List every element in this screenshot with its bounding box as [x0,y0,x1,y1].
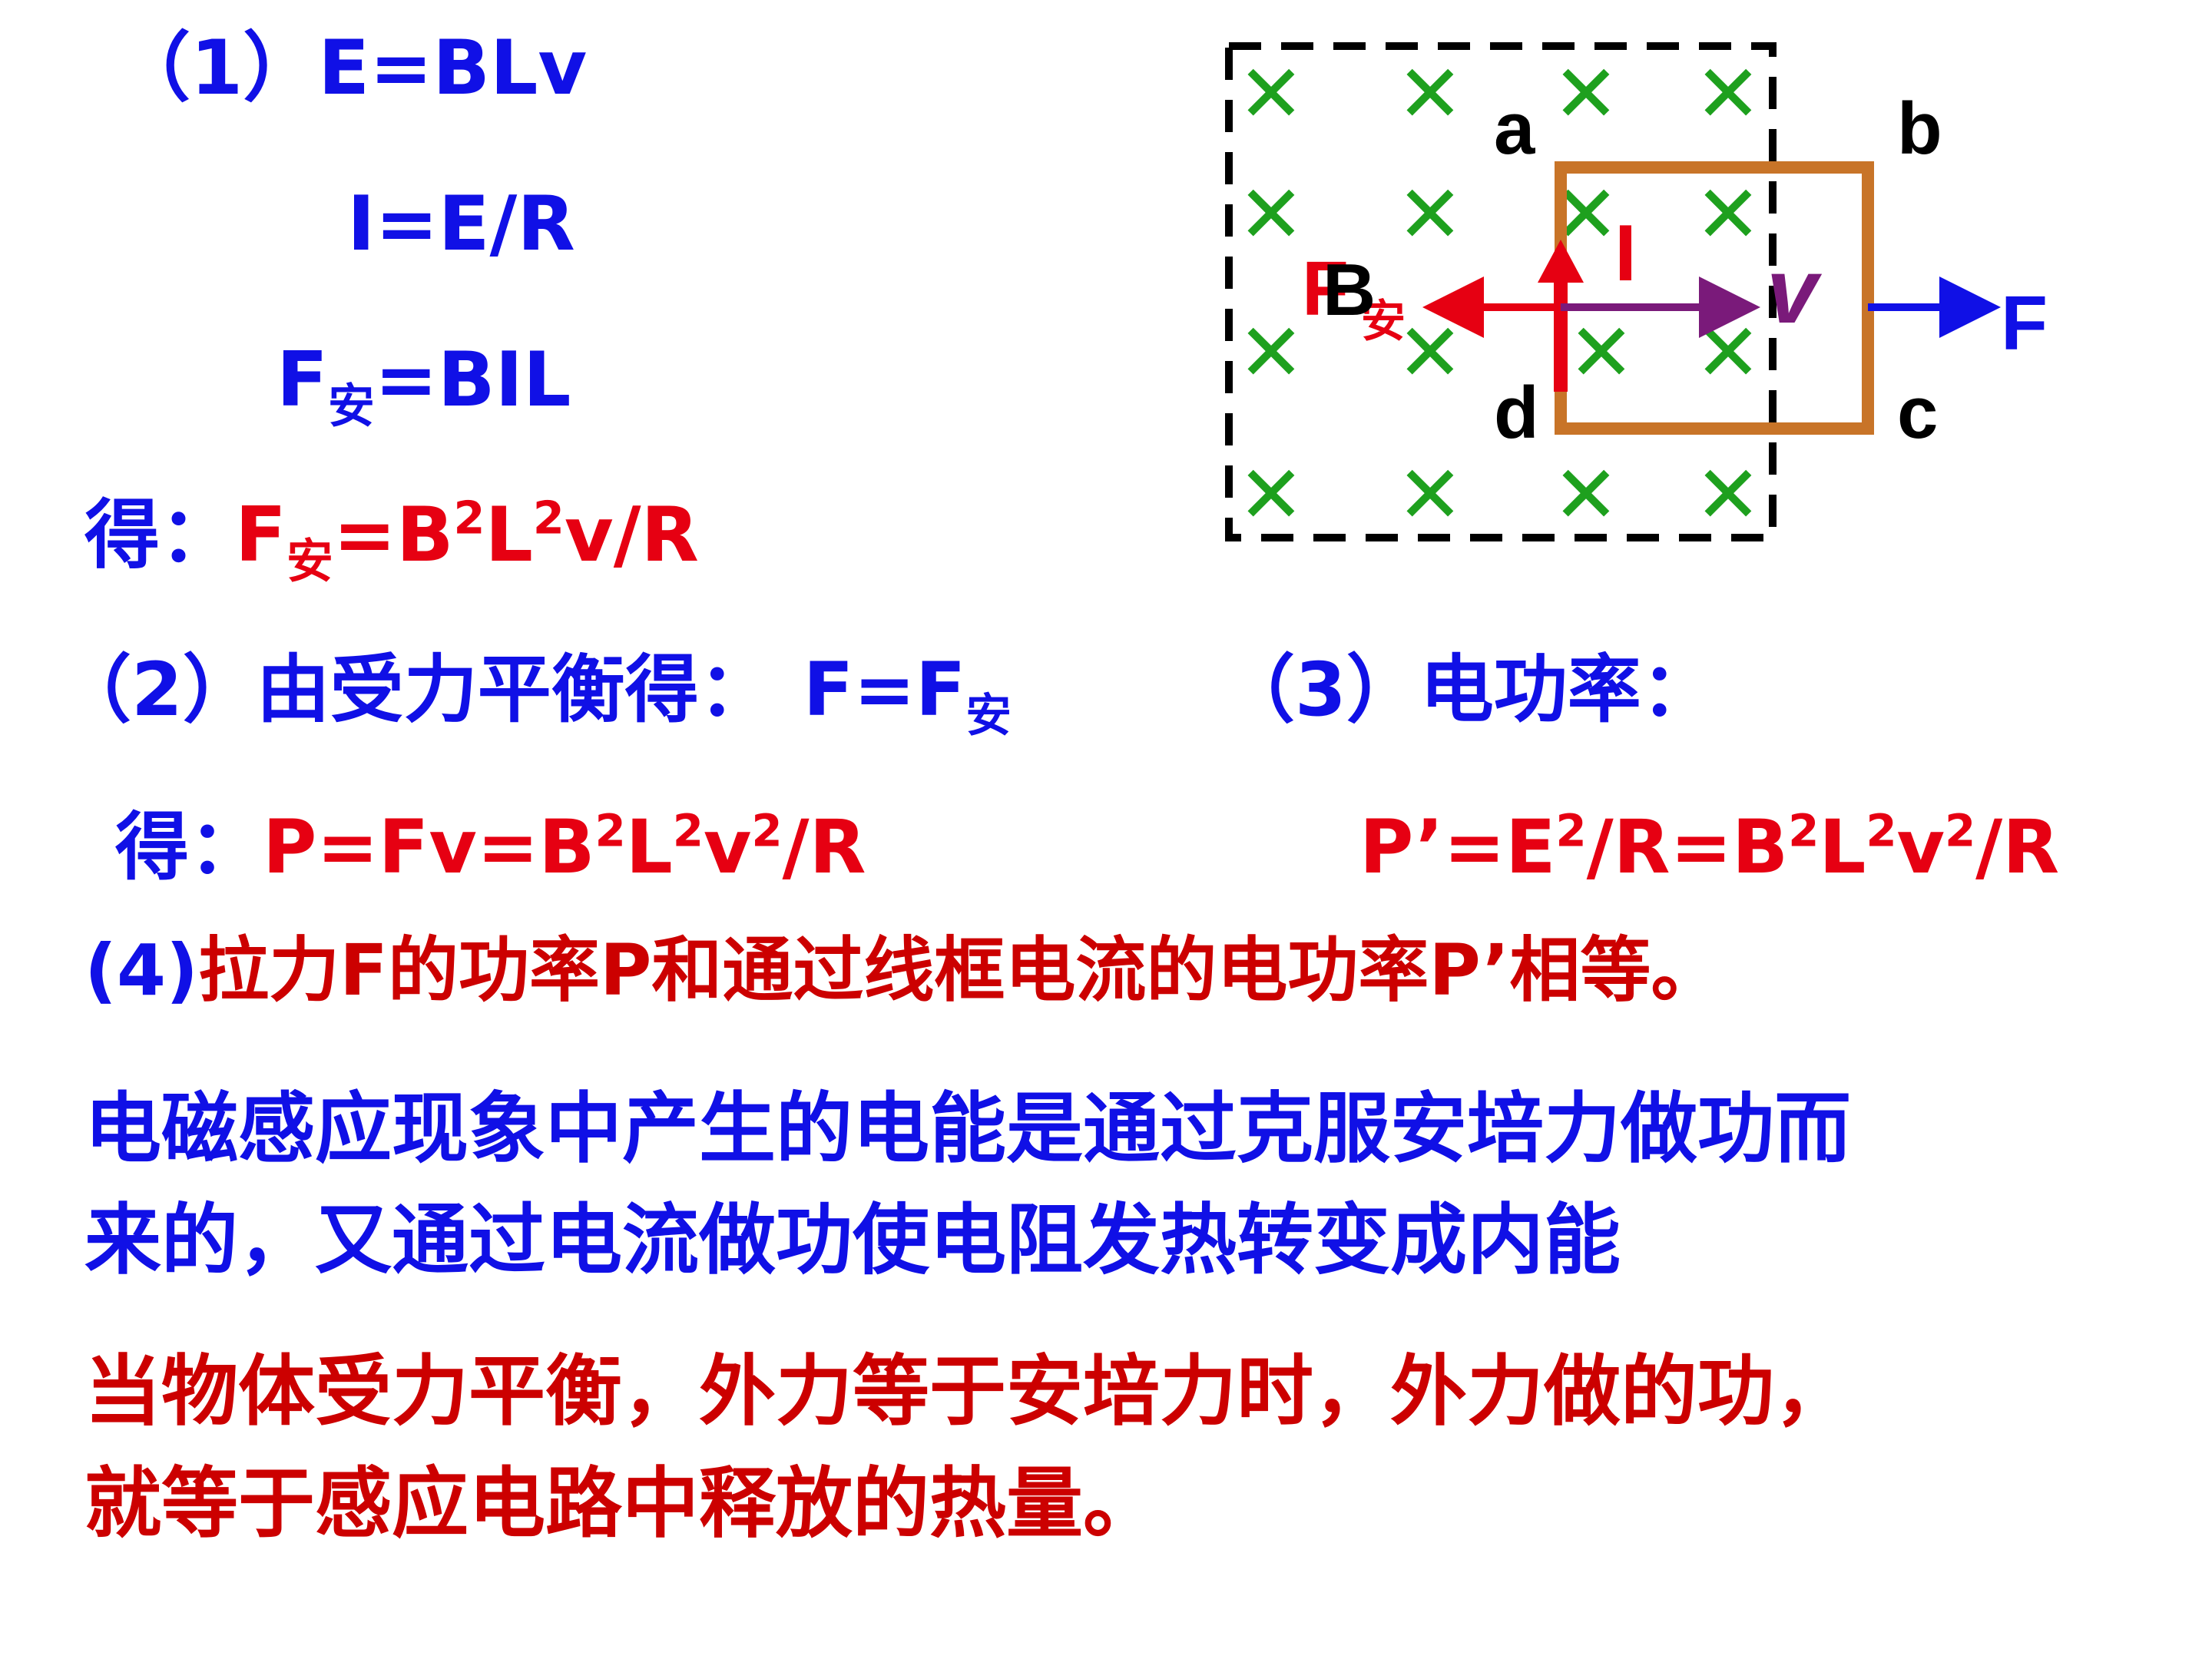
field-cross: ✕ [1237,171,1304,260]
label-d: d [1494,372,1539,454]
field-cross: ✕ [1237,451,1304,540]
magnetic-field-region [1225,42,1777,541]
eq3-rest: =BIL [374,336,571,424]
label-current-I: I [1614,209,1637,298]
label-c: c [1897,372,1938,454]
eq2-formula: I=E/R [347,180,575,268]
field-cross: ✕ [1694,309,1761,398]
field-cross: ✕ [1694,171,1761,260]
line-p-lead: 得： [115,804,263,890]
heat-paragraph-line2: 就等于感应电路中释放的热量。 [84,1459,1160,1548]
field-cross: ✕ [1396,171,1463,260]
field-cross: ✕ [1396,50,1463,139]
eq1-formula: E=BLv [318,25,588,112]
label-ampere-F: F [1302,246,1349,332]
part3-text: （3）电功率： [1221,647,1715,733]
part3-power: （3）电功率： [1221,653,1715,727]
part4-text: 拉力F的功率P和通过线框电流的电功率P’相等。 [198,929,1722,1012]
eq4-formula: F安=B2L2v/R [235,491,699,589]
part2-text: （2）由受力平衡得： [58,647,773,733]
field-cross: ✕ [1568,309,1634,398]
field-cross: ✕ [1694,451,1761,540]
part2-balance: （2）由受力平衡得：F=F安 [58,653,1012,739]
eq3-sub: 安 [327,379,375,434]
current-arrow-up [1538,240,1584,283]
electric-power-line: P’=E2/R=B2L2v2/R [1359,804,2060,890]
equation-emf: （1）E=BLv [115,31,587,106]
part2-formula: F=F安 [803,647,1012,743]
energy-paragraph-line1: 电磁感应现象中产生的电能是通过克服安培力做功而 [84,1084,1851,1174]
eq4-lead: 得： [84,492,236,579]
energy-paragraph-line2: 来的，又通过电流做功使电阻发热转变成内能 [84,1195,1621,1285]
part4-prefix: (4) [84,929,199,1012]
label-velocity-v: v [1767,240,1823,343]
field-cross: ✕ [1396,309,1463,398]
label-a: a [1494,88,1535,170]
label-field-B: B [1323,249,1376,331]
equation-current: I=E/R [347,187,575,262]
field-cross: ✕ [1396,451,1463,540]
field-cross: ✕ [1552,451,1619,540]
line-p-formula: P=Fv=B2L2v2/R [263,804,866,890]
field-cross: ✕ [1694,50,1761,139]
field-cross: ✕ [1552,50,1619,139]
eq1-prefix: （1） [115,25,319,112]
label-force-F: F [2001,280,2048,366]
power-line: 得：P=Fv=B2L2v2/R [115,809,866,884]
part4-conclusion: (4)拉力F的功率P和通过线框电流的电功率P’相等。 [84,935,1721,1006]
heat-paragraph-line1: 当物体受力平衡，外力等于安培力时，外力做的功， [84,1346,1851,1436]
label-ampere-an: 安 [1361,296,1406,346]
equation-ampere-result: 得：F安=B2L2v/R [84,495,699,585]
field-cross: ✕ [1237,50,1304,139]
field-cross: ✕ [1237,309,1304,398]
eq3-base: F [276,336,328,424]
label-b: b [1897,88,1942,170]
equation-ampere-force: F安=BIL [276,343,571,430]
